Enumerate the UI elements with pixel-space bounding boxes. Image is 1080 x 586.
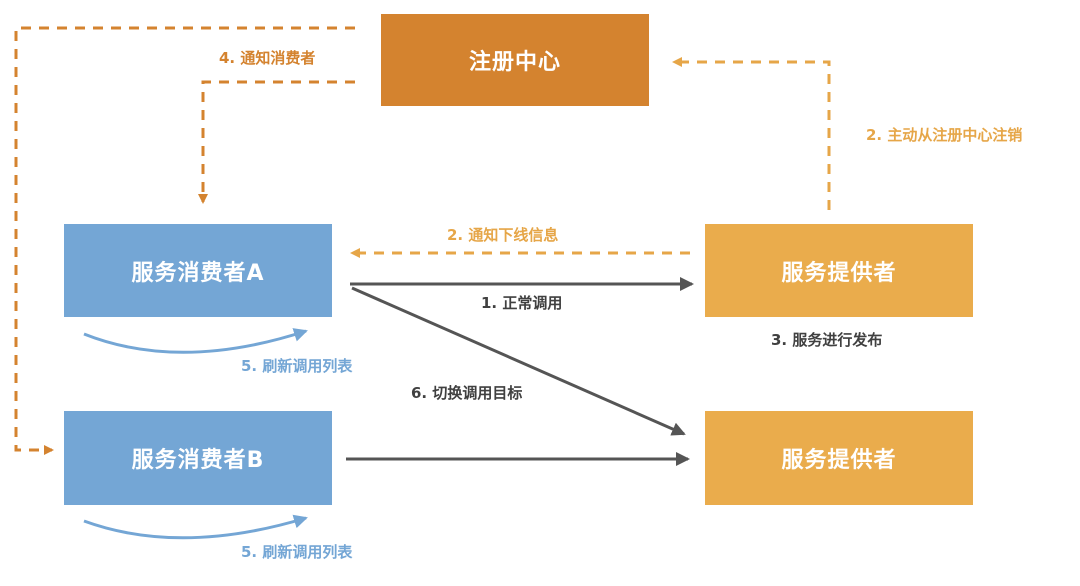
consumer-b-node: 服务消费者B (64, 411, 332, 505)
label-refresh-list-b: 5. 刷新调用列表 (241, 543, 353, 561)
edge-registry-to-consumer-b (14, 26, 355, 455)
label-normal-call: 1. 正常调用 (481, 294, 563, 312)
refresh-arc-a (83, 328, 308, 354)
refresh-arc-b (83, 514, 308, 540)
label-notify-consumer: 4. 通知消费者 (219, 49, 316, 67)
label-publish: 3. 服务进行发布 (771, 331, 883, 349)
provider-1-label: 服务提供者 (781, 260, 897, 286)
provider-2-node: 服务提供者 (705, 411, 973, 505)
registry-label: 注册中心 (468, 50, 561, 75)
label-notify-offline: 2. 通知下线信息 (447, 226, 559, 244)
provider-1-node: 服务提供者 (705, 224, 973, 317)
edge-consumer-a-to-provider-2 (351, 286, 686, 436)
edge-provider-to-registry (672, 57, 831, 210)
registry-node: 注册中心 (381, 14, 649, 106)
consumer-b-label: 服务消费者B (131, 448, 265, 473)
consumer-a-node: 服务消费者A (64, 224, 332, 317)
consumer-a-label: 服务消费者A (131, 260, 265, 286)
label-refresh-list-a: 5. 刷新调用列表 (241, 357, 353, 375)
provider-2-label: 服务提供者 (781, 448, 897, 473)
label-switch-target: 6. 切换调用目标 (411, 384, 523, 402)
edge-registry-to-consumer-a (198, 80, 355, 204)
label-deregister: 2. 主动从注册中心注销 (866, 126, 1023, 144)
